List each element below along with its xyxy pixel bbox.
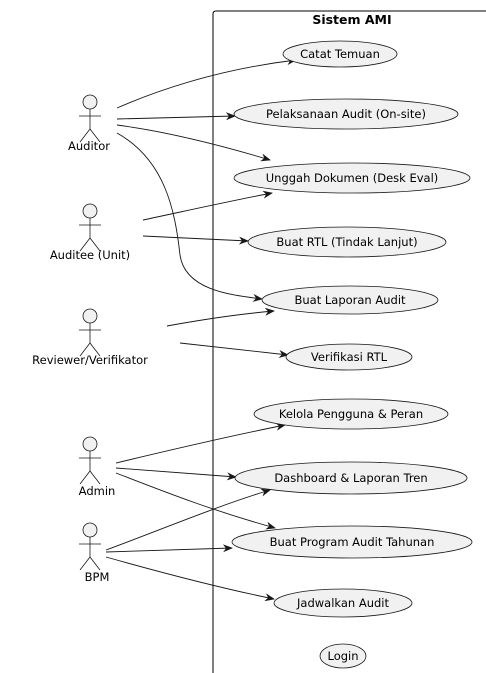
association-admin-to-dash (115, 467, 237, 481)
stick-figure-icon (79, 94, 101, 143)
association-auditor-to-laporan (116, 132, 263, 302)
use-case-unggah[interactable]: Unggah Dokumen (Desk Eval) (233, 162, 471, 194)
use-case-ellipse (282, 40, 398, 68)
use-case-login[interactable]: Login (319, 643, 367, 669)
actor-label: Admin (79, 484, 116, 498)
association-reviewer-to-laporan (166, 307, 275, 327)
use-case-label: Jadwalkan Audit (296, 596, 389, 610)
use-case-label: Unggah Dokumen (Desk Eval) (266, 171, 439, 185)
actor-admin[interactable]: Admin (79, 436, 116, 498)
use-case-label: Kelola Pengguna & Peran (279, 407, 423, 421)
association-admin-to-kelola (115, 422, 286, 464)
association-bpm-to-jadwal (105, 556, 275, 602)
use-case-ellipse (261, 285, 439, 315)
association-auditee-to-unggah (142, 190, 273, 221)
system-boundary: Sistem AMI (212, 10, 486, 673)
association-auditor-to-pelaksana (116, 112, 236, 121)
use-case-label: Buat Program Audit Tahunan (270, 535, 435, 549)
actor-label: BPM (85, 570, 110, 584)
use-case-jadwal[interactable]: Jadwalkan Audit (273, 588, 413, 618)
stick-figure-icon (79, 436, 101, 485)
actor-label: Auditee (Unit) (50, 248, 130, 262)
use-case-pelaksana[interactable]: Pelaksanaan Audit (On-site) (233, 98, 459, 130)
actor-auditee[interactable]: Auditee (Unit) (50, 203, 130, 262)
actor-reviewer[interactable]: Reviewer/Verifikator (32, 308, 148, 367)
association-auditor-to-catat (116, 57, 297, 109)
use-case-ellipse (319, 643, 367, 669)
use-case-dash[interactable]: Dashboard & Laporan Tren (234, 461, 468, 495)
stick-figure-icon (79, 203, 101, 252)
association-admin-to-program (115, 472, 276, 530)
use-case-label: Buat Laporan Audit (294, 293, 406, 307)
use-case-catat[interactable]: Catat Temuan (282, 40, 398, 68)
use-case-label: Login (327, 649, 358, 663)
associations (105, 57, 297, 602)
association-bpm-to-program (105, 544, 233, 553)
use-case-label: Pelaksanaan Audit (On-site) (266, 107, 426, 121)
use-case-ellipse (273, 588, 413, 618)
use-case-ellipse (233, 98, 459, 130)
use-case-kelola[interactable]: Kelola Pengguna & Peran (253, 398, 449, 430)
use-case-verif[interactable]: Verifikasi RTL (285, 343, 413, 371)
use-case-program[interactable]: Buat Program Audit Tahunan (231, 525, 473, 559)
association-auditee-to-rtl (142, 235, 249, 245)
use-case-ellipse (285, 343, 413, 371)
actor-label: Auditor (68, 139, 110, 153)
actor-label: Reviewer/Verifikator (32, 353, 148, 367)
use-case-label: Verifikasi RTL (311, 350, 388, 364)
use-case-rtl[interactable]: Buat RTL (Tindak Lanjut) (247, 226, 447, 258)
system-boundary-line (212, 10, 486, 673)
association-auditor-to-unggah (116, 124, 271, 162)
use-case-ellipse (253, 398, 449, 430)
use-case-label: Dashboard & Laporan Tren (274, 471, 427, 485)
actor-bpm[interactable]: BPM (79, 522, 110, 584)
stick-figure-icon (79, 522, 101, 571)
association-reviewer-to-verif (179, 342, 289, 358)
stick-figure-icon (79, 308, 101, 357)
association-bpm-to-dash (105, 488, 271, 551)
use-case-label: Buat RTL (Tindak Lanjut) (276, 235, 417, 249)
use-case-ellipse (231, 525, 473, 559)
use-case-label: Catat Temuan (300, 47, 380, 61)
use-case-ellipse (247, 226, 447, 258)
actor-auditor[interactable]: Auditor (68, 94, 110, 153)
system-title: Sistem AMI (312, 12, 391, 27)
use-case-ellipse (233, 162, 471, 194)
use-case-ellipse (234, 461, 468, 495)
use-case-laporan[interactable]: Buat Laporan Audit (261, 285, 439, 315)
